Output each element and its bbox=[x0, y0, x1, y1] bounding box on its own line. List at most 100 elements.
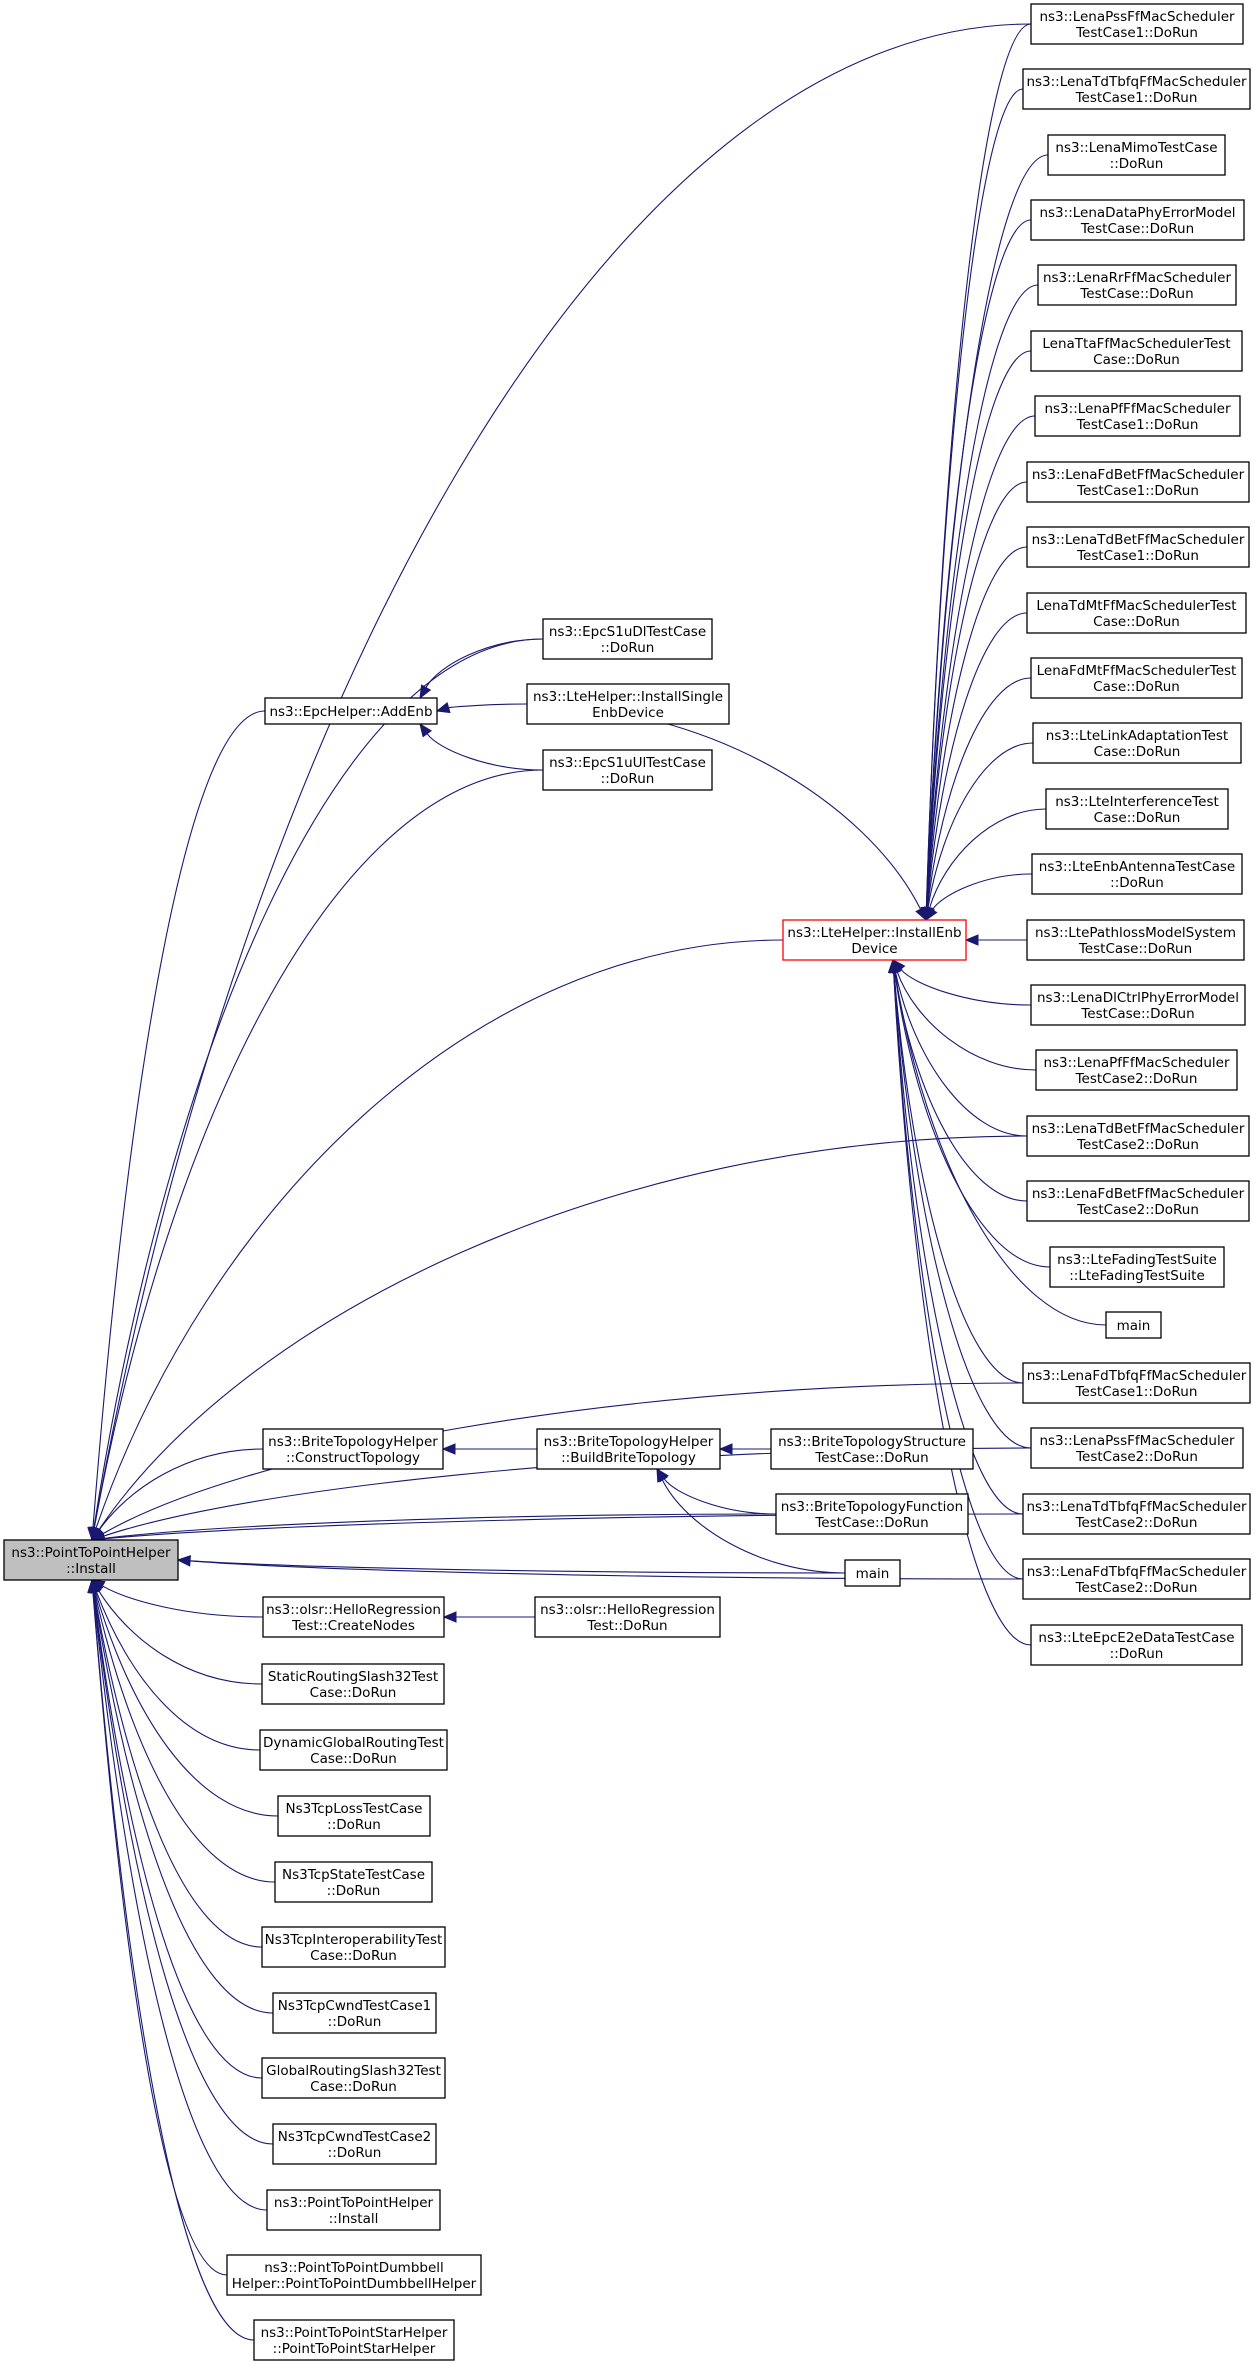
node-box bbox=[1030, 1427, 1244, 1469]
edge-line bbox=[661, 1479, 846, 1574]
node-r17[interactable]: ns3::LenaPfFfMacSchedulerTestCase2::DoRu… bbox=[1035, 1049, 1238, 1091]
node-label-line: TestCase1::DoRun bbox=[1075, 90, 1198, 106]
node-r26[interactable]: ns3::LteEpcE2eDataTestCase::DoRun bbox=[1030, 1624, 1243, 1666]
node-r8[interactable]: ns3::LenaFdBetFfMacSchedulerTestCase1::D… bbox=[1026, 461, 1250, 503]
node-label-line: Case::DoRun bbox=[310, 2079, 397, 2095]
node-box bbox=[266, 2189, 441, 2231]
node-label-line: ns3::LteHelper::InstallEnb bbox=[787, 925, 961, 941]
node-brite_construct[interactable]: ns3::BriteTopologyHelper::ConstructTopol… bbox=[262, 1428, 444, 1470]
node-r21[interactable]: main bbox=[1105, 1311, 1162, 1339]
node-box bbox=[259, 1729, 448, 1771]
node-r19[interactable]: ns3::LenaFdBetFfMacSchedulerTestCase2::D… bbox=[1026, 1180, 1250, 1222]
node-p2p_dumbbell[interactable]: ns3::PointToPointDumbbellHelper::PointTo… bbox=[226, 2254, 482, 2296]
node-r24[interactable]: ns3::LenaTdTbfqFfMacSchedulerTestCase2::… bbox=[1022, 1493, 1251, 1535]
edge-line bbox=[189, 1560, 846, 1574]
node-label-line: Case::DoRun bbox=[1093, 679, 1180, 695]
node-label-line: ::BuildBriteTopology bbox=[561, 1450, 696, 1466]
node-label-line: ns3::PointToPointStarHelper bbox=[261, 2325, 448, 2341]
node-tcp_cwnd2[interactable]: Ns3TcpCwndTestCase2::DoRun bbox=[272, 2123, 437, 2165]
node-r1[interactable]: ns3::LenaPssFfMacSchedulerTestCase1::DoR… bbox=[1030, 3, 1244, 45]
node-r16[interactable]: ns3::LenaDlCtrlPhyErrorModelTestCase::Do… bbox=[1030, 984, 1246, 1026]
node-box bbox=[534, 1596, 721, 1638]
node-label-line: Ns3TcpLossTestCase bbox=[286, 1801, 423, 1817]
node-olsr_create[interactable]: ns3::olsr::HelloRegressionTest::CreateNo… bbox=[262, 1596, 445, 1638]
node-label-line: Case::DoRun bbox=[310, 1685, 397, 1701]
node-box bbox=[1026, 461, 1250, 503]
edge-line bbox=[92, 1591, 274, 2145]
node-label-line: ns3::LteHelper::InstallSingle bbox=[533, 689, 723, 705]
node-label-line: ns3::BriteTopologyFunction bbox=[781, 1499, 963, 1515]
node-label-line: TestCase2::DoRun bbox=[1075, 1580, 1198, 1596]
node-brite_structure[interactable]: ns3::BriteTopologyStructureTestCase::DoR… bbox=[770, 1428, 974, 1470]
node-box bbox=[226, 2254, 482, 2296]
node-r22[interactable]: ns3::LenaFdTbfqFfMacSchedulerTestCase1::… bbox=[1022, 1362, 1251, 1404]
node-box bbox=[1022, 1493, 1251, 1535]
edge-line bbox=[93, 1591, 263, 1948]
node-r2[interactable]: ns3::LenaTdTbfqFfMacSchedulerTestCase1::… bbox=[1022, 68, 1251, 110]
node-r9[interactable]: ns3::LenaTdBetFfMacSchedulerTestCase1::D… bbox=[1026, 526, 1250, 568]
node-brite_function[interactable]: ns3::BriteTopologyFunctionTestCase::DoRu… bbox=[775, 1493, 969, 1535]
node-label-line: ns3::PointToPointHelper bbox=[274, 2195, 434, 2211]
edge-arrowhead bbox=[925, 906, 938, 922]
edge-line bbox=[926, 677, 1032, 909]
node-r3[interactable]: ns3::LenaMimoTestCase::DoRun bbox=[1047, 134, 1226, 176]
node-label-line: DynamicGlobalRoutingTest bbox=[263, 1735, 444, 1751]
node-tcp_state[interactable]: Ns3TcpStateTestCase::DoRun bbox=[274, 1861, 433, 1903]
node-box bbox=[272, 2123, 437, 2165]
node-r14[interactable]: ns3::LteEnbAntennaTestCase::DoRun bbox=[1031, 853, 1243, 895]
node-label-line: ns3::LenaDataPhyErrorModel bbox=[1039, 205, 1235, 221]
edge-line bbox=[893, 971, 1024, 1384]
node-r20[interactable]: ns3::LteFadingTestSuite::LteFadingTestSu… bbox=[1049, 1246, 1225, 1288]
edge-line bbox=[93, 1591, 274, 2014]
node-label-line: ::ConstructTopology bbox=[286, 1450, 420, 1466]
node-brite_build[interactable]: ns3::BriteTopologyHelper::BuildBriteTopo… bbox=[536, 1428, 721, 1470]
node-label-line: Test::DoRun bbox=[586, 1618, 667, 1634]
node-box bbox=[261, 1663, 445, 1705]
node-r18[interactable]: ns3::LenaTdBetFfMacSchedulerTestCase2::D… bbox=[1026, 1115, 1250, 1157]
node-box bbox=[526, 683, 730, 725]
node-label-line: ns3::LteInterferenceTest bbox=[1055, 794, 1219, 810]
edge-line bbox=[95, 1591, 261, 1751]
node-p2p_install[interactable]: ns3::PointToPointHelper::Install bbox=[266, 2189, 441, 2231]
node-label-line: ns3::LenaFdBetFfMacScheduler bbox=[1032, 1186, 1245, 1202]
node-label-line: ::Install bbox=[329, 2211, 379, 2227]
node-box bbox=[1026, 592, 1247, 634]
node-box bbox=[1026, 919, 1245, 961]
node-r4[interactable]: ns3::LenaDataPhyErrorModelTestCase::DoRu… bbox=[1030, 199, 1245, 241]
node-label-line: ns3::BriteTopologyHelper bbox=[544, 1434, 714, 1450]
node-box bbox=[3, 1539, 179, 1581]
node-r25[interactable]: ns3::LenaFdTbfqFfMacSchedulerTestCase2::… bbox=[1022, 1558, 1251, 1600]
node-r15[interactable]: ns3::LtePathlossModelSystemTestCase::DoR… bbox=[1026, 919, 1245, 961]
node-box bbox=[1030, 3, 1244, 45]
edge-arrowhead bbox=[964, 934, 979, 946]
node-r23[interactable]: ns3::LenaPssFfMacSchedulerTestCase2::DoR… bbox=[1030, 1427, 1244, 1469]
node-tcp_loss[interactable]: Ns3TcpLossTestCase::DoRun bbox=[277, 1795, 431, 1837]
node-epcs1uul[interactable]: ns3::EpcS1uUlTestCase::DoRun bbox=[542, 749, 713, 791]
edge-line bbox=[526, 703, 922, 910]
edge-line bbox=[98, 1448, 264, 1531]
node-label-line: TestCase1::DoRun bbox=[1076, 548, 1199, 564]
node-r7[interactable]: ns3::LenaPfFfMacSchedulerTestCase1::DoRu… bbox=[1034, 395, 1241, 437]
node-p2p_star[interactable]: ns3::PointToPointStarHelper::PointToPoin… bbox=[253, 2319, 455, 2361]
node-label-line: ns3::PointToPointHelper bbox=[11, 1545, 171, 1561]
node-epcs1udl[interactable]: ns3::EpcS1uDlTestCase::DoRun bbox=[542, 618, 713, 660]
node-label-line: ns3::LteFadingTestSuite bbox=[1057, 1252, 1217, 1268]
node-epchelper[interactable]: ns3::EpcHelper::AddEnb bbox=[264, 697, 438, 725]
node-main_mid[interactable]: main bbox=[844, 1559, 901, 1587]
node-root[interactable]: ns3::PointToPointHelper::Install bbox=[3, 1539, 179, 1581]
node-tcp_cwnd1[interactable]: Ns3TcpCwndTestCase1::DoRun bbox=[272, 1992, 437, 2034]
node-label-line: Ns3TcpStateTestCase bbox=[282, 1867, 425, 1883]
